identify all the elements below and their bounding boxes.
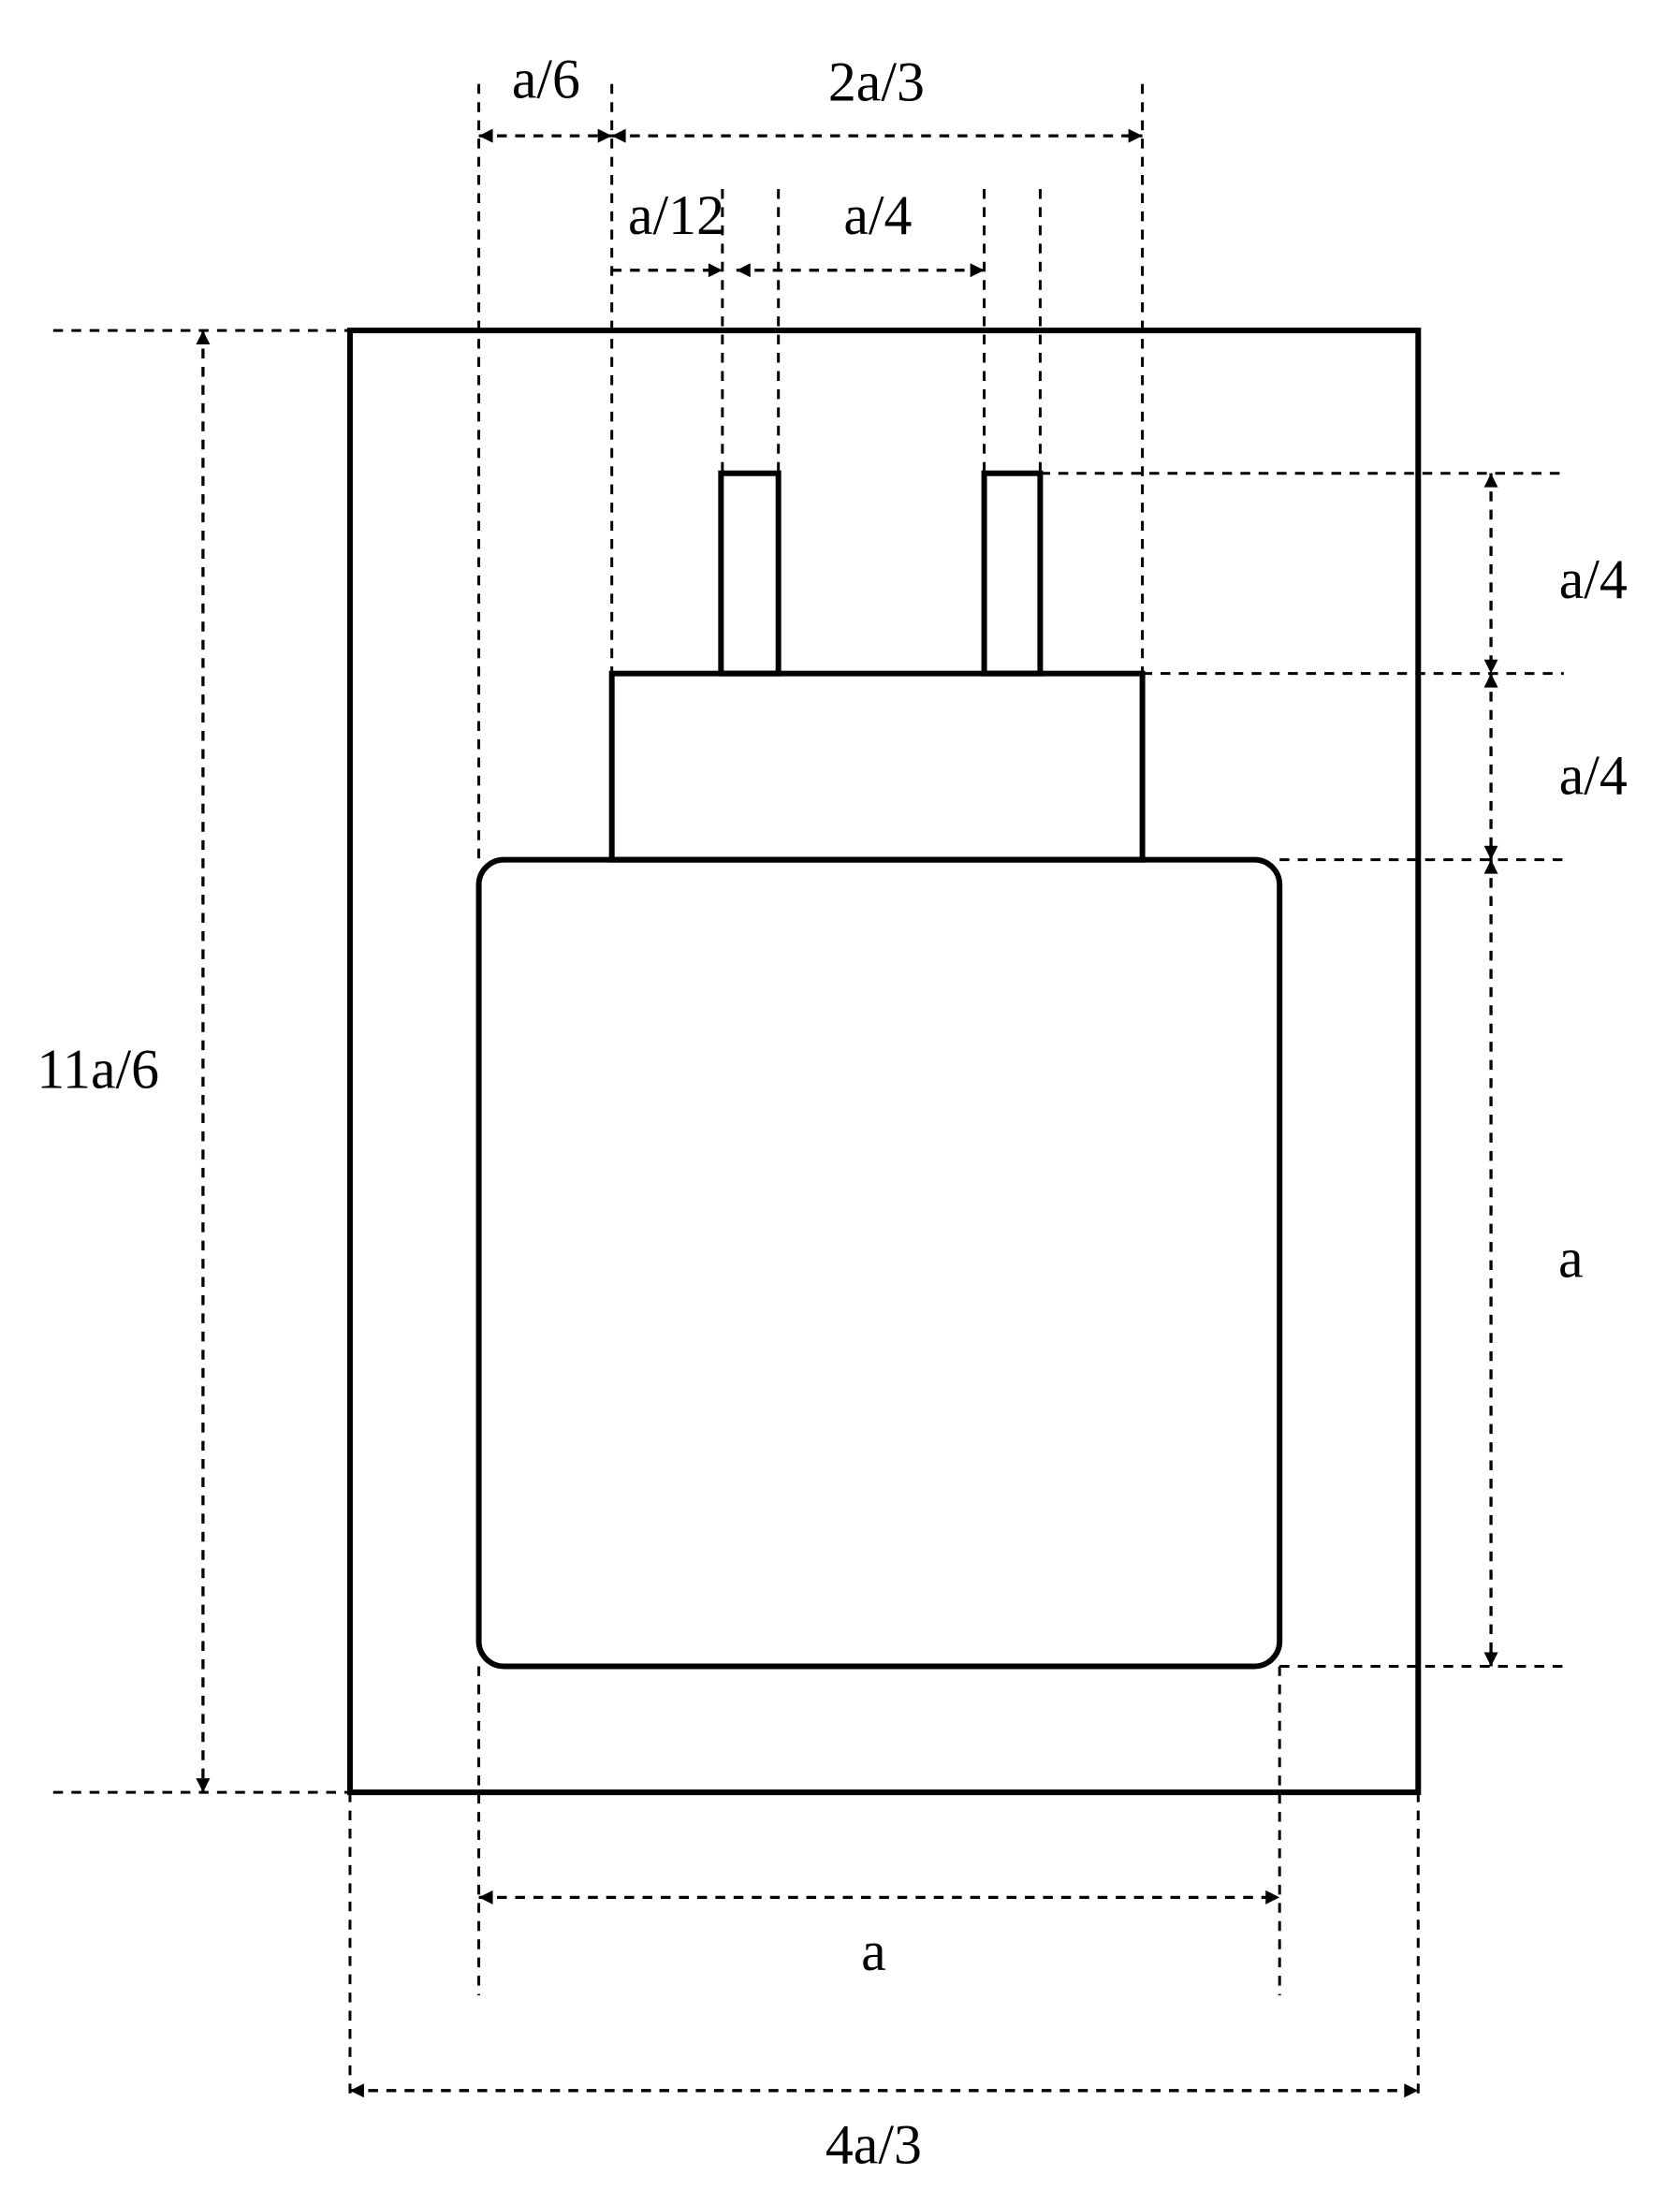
right-pin [981,470,1044,677]
label-total-width: 4a/3 [825,2114,922,2176]
left-pin [718,470,782,677]
label-head-height: a/4 [1559,744,1628,806]
label-pin-height: a/4 [1559,548,1628,610]
label-pin-offset: a/12 [628,184,724,246]
charger-head [608,670,1146,863]
label-head-width: 2a/3 [828,51,925,113]
label-body-width: a [861,1920,886,1982]
label-body-height: a [1558,1228,1584,1290]
charger-body [475,856,1283,1670]
label-pin-spacing: a/4 [843,184,912,246]
dimension-arrows [196,128,1498,2098]
outer-package-outline [346,328,1422,1796]
label-total-height: 11a/6 [37,1039,159,1101]
label-top-left-gap: a/6 [512,49,580,110]
